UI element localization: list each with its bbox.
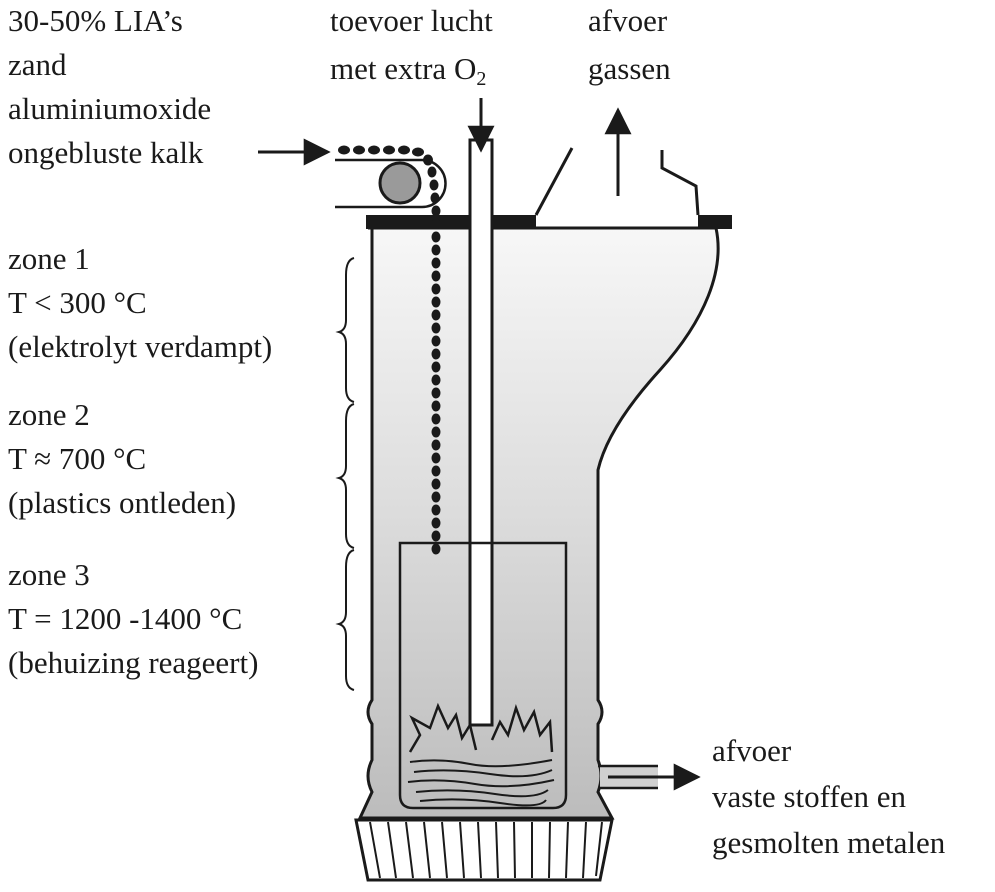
zone-2-brace xyxy=(335,403,355,549)
furnace-base xyxy=(354,818,614,882)
conveyor-roller xyxy=(378,161,422,205)
zone-2-process: (plastics ontleden) xyxy=(8,485,237,520)
air-inlet-label-line1: toevoer lucht xyxy=(330,3,493,38)
chimney-right-wall xyxy=(660,150,700,216)
feed-label-quicklime: ongebluste kalk xyxy=(8,135,204,170)
molten-bath xyxy=(407,759,555,807)
solid-outlet-label-line1: afvoer xyxy=(712,733,792,768)
conveyor xyxy=(335,158,447,209)
zone-2-name: zone 2 xyxy=(8,397,90,432)
zone-1-temperature: T < 300 °C xyxy=(8,285,147,320)
crucible xyxy=(398,541,568,810)
solid-outlet-label-line3: gesmolten metalen xyxy=(712,825,946,860)
feed-label-lias: 30-50% LIA’s xyxy=(8,3,183,38)
feed-material xyxy=(338,145,441,555)
zone-1-name: zone 1 xyxy=(8,241,90,276)
chimney-left-wall xyxy=(534,147,574,216)
gas-outlet-label-line1: afvoer xyxy=(588,3,668,38)
air-inlet-label-line2: met extra O2 xyxy=(330,51,487,90)
zone-3-name: zone 3 xyxy=(8,557,90,592)
flames xyxy=(408,702,554,753)
gas-outlet-label-line2: gassen xyxy=(588,51,671,86)
feed-label-alumina: aluminiumoxide xyxy=(8,91,212,126)
solid-outlet-label-line2: vaste stoffen en xyxy=(712,779,906,814)
air-lance xyxy=(468,138,494,727)
lid-left xyxy=(366,215,536,229)
zone-1-brace xyxy=(335,257,355,403)
zone-1-process: (elektrolyt verdampt) xyxy=(8,329,273,364)
feed-label-sand: zand xyxy=(8,47,67,82)
zone-3-temperature: T = 1200 -1400 °C xyxy=(8,601,243,636)
zone-2-temperature: T ≈ 700 °C xyxy=(8,441,147,476)
zone-3-brace xyxy=(335,549,355,691)
lid-right xyxy=(698,215,732,229)
zone-3-process: (behuizing reageert) xyxy=(8,645,259,680)
furnace-body xyxy=(357,226,720,820)
